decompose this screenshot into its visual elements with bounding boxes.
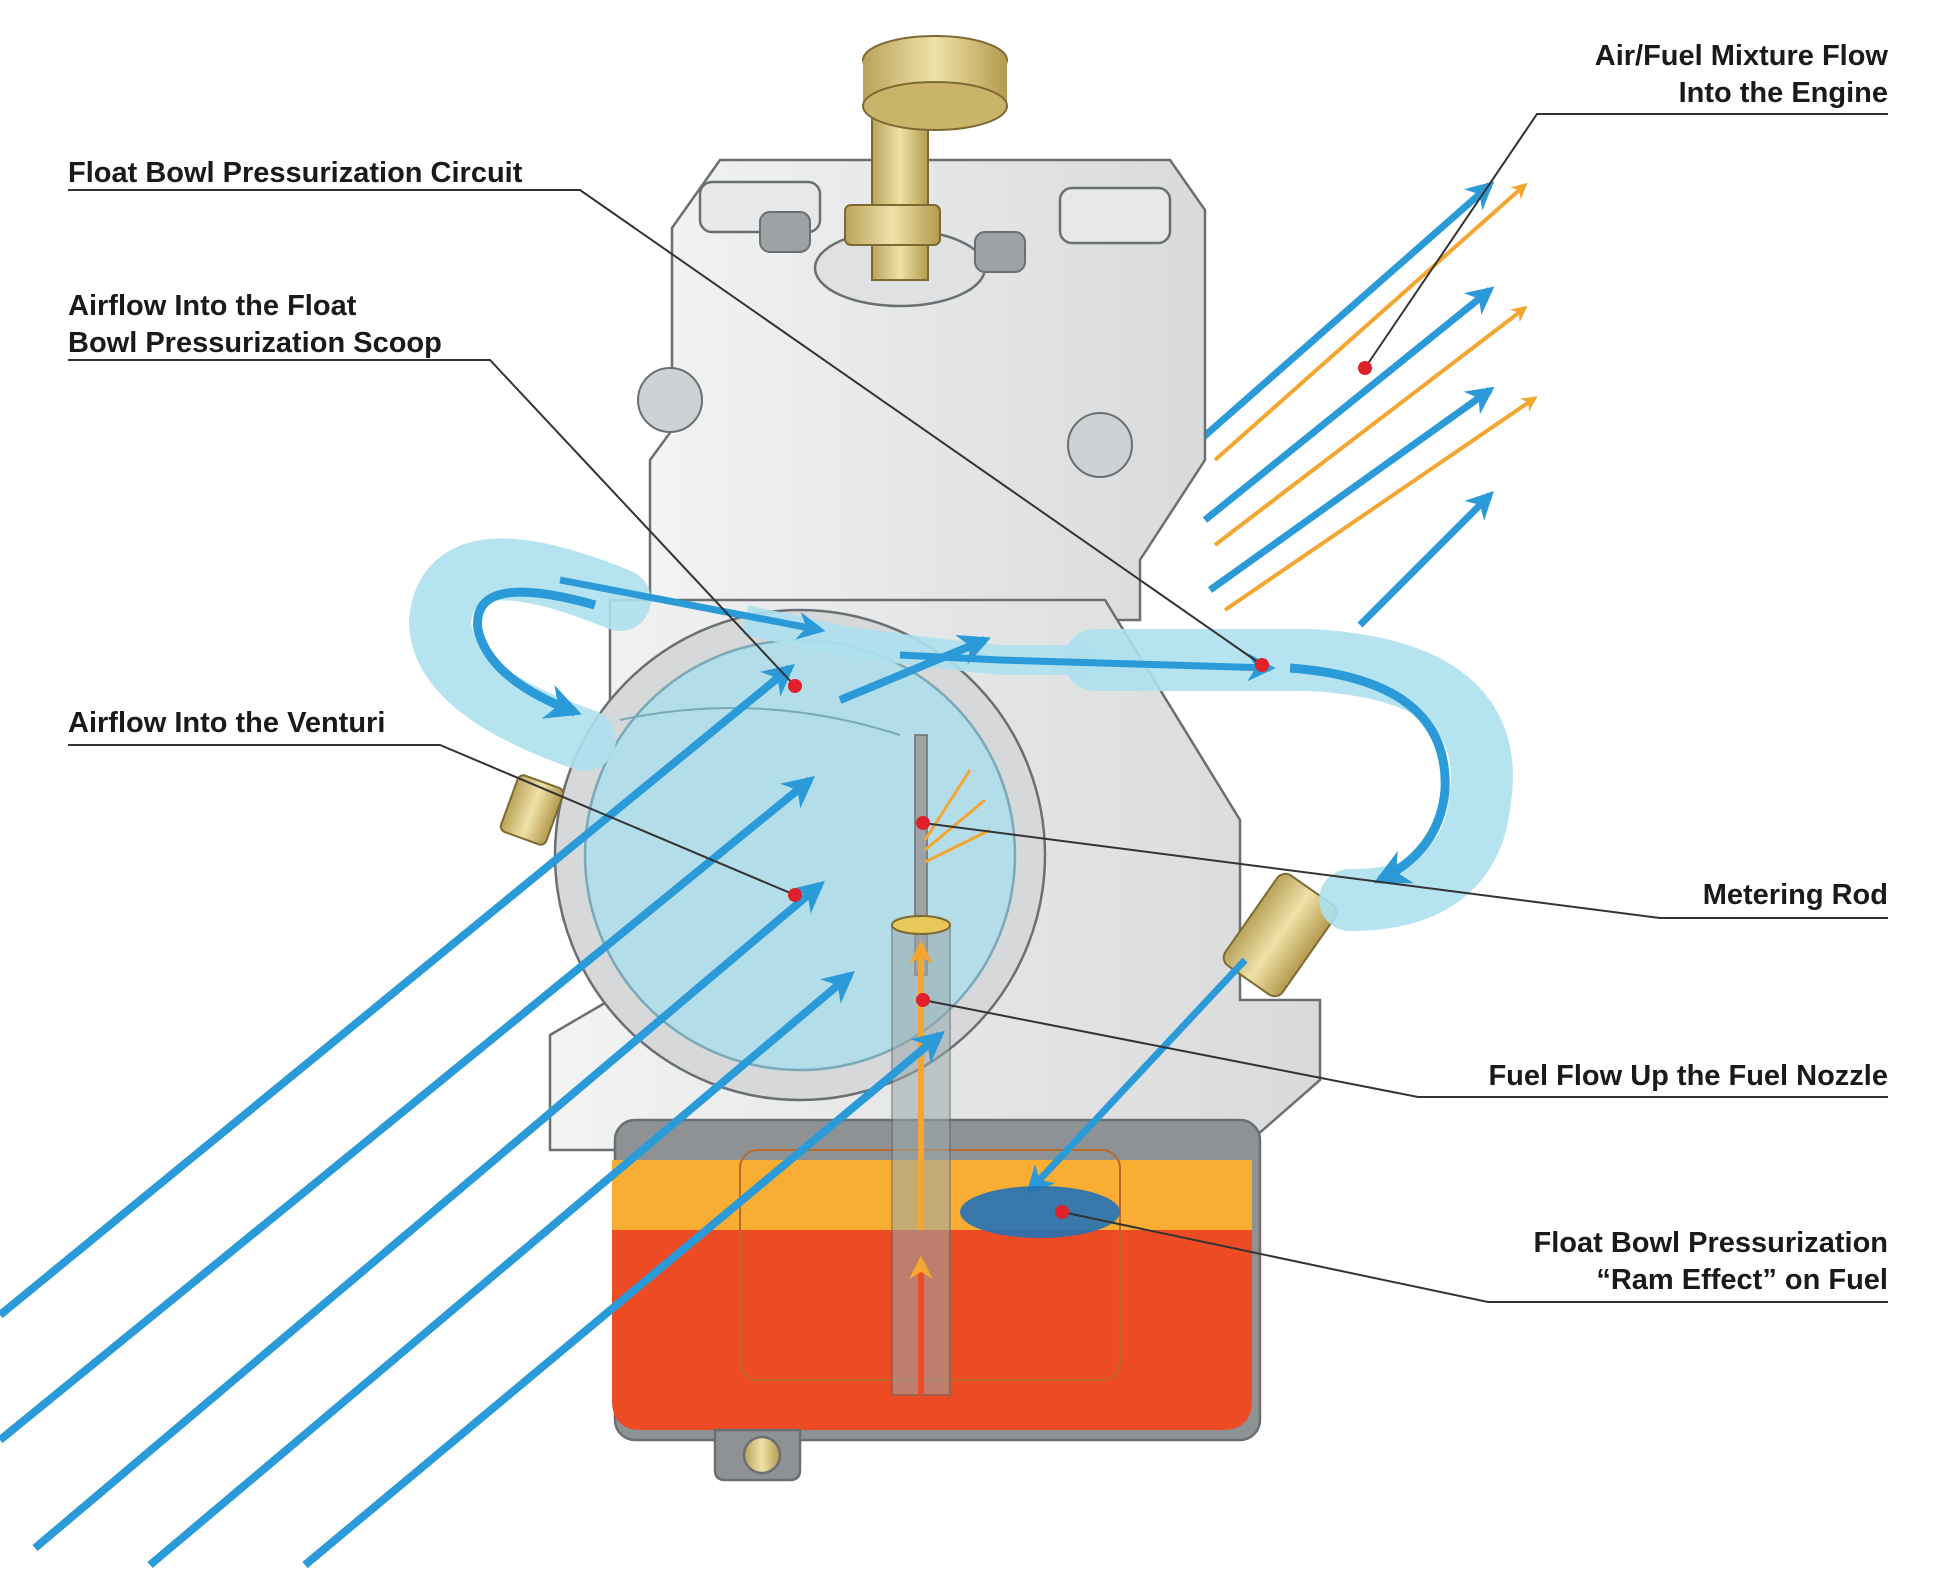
bolts xyxy=(637,211,1133,478)
carburetor-body xyxy=(548,158,1322,1482)
leader-air-fuel-mixture xyxy=(1364,113,1888,369)
label-line: Float Bowl Pressurization Circuit xyxy=(68,157,523,189)
leader-metering-rod xyxy=(922,822,1888,919)
airflow-arrow-6 xyxy=(838,635,991,704)
label-float-bowl-circuit: Float Bowl Pressurization Circuit xyxy=(68,155,522,192)
leader-airflow-scoop xyxy=(68,359,796,687)
adjuster-stem xyxy=(871,109,929,281)
label-line: Airflow Into the Venturi xyxy=(68,707,386,739)
label-line: Metering Rod xyxy=(1702,879,1888,911)
drain-screw xyxy=(742,1435,782,1475)
leader-fuel-flow xyxy=(922,999,1888,1098)
airflow-arrow-4 xyxy=(147,970,855,1569)
label-line: Air/Fuel Mixture Flow xyxy=(1594,40,1888,72)
label-fuel-flow: Fuel Flow Up the Fuel Nozzle xyxy=(1488,1058,1888,1095)
bolt-right xyxy=(1067,412,1133,478)
mixture-fuel-arrow-1 xyxy=(1213,182,1528,462)
top-adjuster xyxy=(844,35,1008,281)
label-line: Into the Engine xyxy=(1678,77,1888,109)
ram-effect-pool xyxy=(960,1186,1120,1238)
leader-lines xyxy=(68,113,1888,1303)
label-line: Bowl Pressurization Scoop xyxy=(68,327,442,359)
cap-screw-right xyxy=(974,231,1026,273)
cover-pad-right xyxy=(1058,186,1172,245)
upper-housing xyxy=(648,158,1207,622)
callout-markers xyxy=(788,361,1372,1219)
label-line: Fuel Flow Up the Fuel Nozzle xyxy=(1488,1060,1888,1092)
circuit-return-arrow xyxy=(1289,663,1450,885)
red-dot-icon xyxy=(916,816,930,830)
fuel-spray xyxy=(923,769,991,864)
scoop-tube-left xyxy=(408,538,651,771)
label-metering-rod: Metering Rod xyxy=(1703,877,1888,914)
red-dot-icon xyxy=(788,888,802,902)
circuit-top-arrow xyxy=(899,651,1276,682)
label-ram-effect: Float Bowl Pressurization “Ram Effect” o… xyxy=(1534,1225,1889,1299)
mixture-air-arrow-1 xyxy=(1197,181,1495,443)
scoop-entry-arrow xyxy=(559,576,826,640)
adjuster-nut xyxy=(844,204,941,246)
nozzle-tip xyxy=(891,915,951,935)
mixture-arrows xyxy=(1197,181,1538,628)
airflow-arrow-1 xyxy=(0,663,795,1319)
label-airflow-scoop: Airflow Into the Float Bowl Pressurizati… xyxy=(68,288,442,362)
cap-screw-left xyxy=(759,211,811,253)
airflow-arrows xyxy=(0,635,991,1569)
label-air-fuel-mixture: Air/Fuel Mixture Flow Into the Engine xyxy=(1595,38,1888,112)
mixture-air-arrow-2 xyxy=(1202,286,1495,523)
leader-airflow-venturi xyxy=(68,744,796,896)
airflow-arrow-2 xyxy=(0,775,815,1444)
mixture-fuel-arrow-2 xyxy=(1213,306,1528,547)
red-dot-icon xyxy=(916,993,930,1007)
adjuster-knob-bottom xyxy=(862,81,1008,131)
mixture-air-arrow-4 xyxy=(1357,491,1494,628)
label-line: Float Bowl Pressurization xyxy=(1533,1227,1889,1259)
airflow-arrow-5 xyxy=(302,1030,945,1569)
scoop-fitting-right xyxy=(1222,872,1338,998)
venturi-contour xyxy=(619,707,901,736)
scoop-flow-arrow xyxy=(473,587,597,719)
red-dot-icon xyxy=(1255,658,1269,672)
mixture-fuel-arrow-3 xyxy=(1223,396,1538,612)
red-dot-icon xyxy=(1055,1205,1069,1219)
label-line: Airflow Into the Float xyxy=(68,290,357,322)
red-dot-icon xyxy=(788,679,802,693)
bolt-left xyxy=(637,367,703,433)
circuit-tube-right xyxy=(1064,629,1513,931)
leader-float-bowl-circuit xyxy=(68,189,1263,666)
airflow-arrow-3 xyxy=(32,880,825,1552)
side-fitting-left xyxy=(499,774,565,846)
label-airflow-venturi: Airflow Into the Venturi xyxy=(68,705,385,742)
leader-ram-effect xyxy=(1061,1211,1888,1303)
mixture-air-arrow-3 xyxy=(1207,386,1495,593)
label-line: “Ram Effect” on Fuel xyxy=(1596,1264,1888,1296)
ram-down-arrow xyxy=(1026,957,1248,1195)
red-dot-icon xyxy=(1358,361,1372,375)
